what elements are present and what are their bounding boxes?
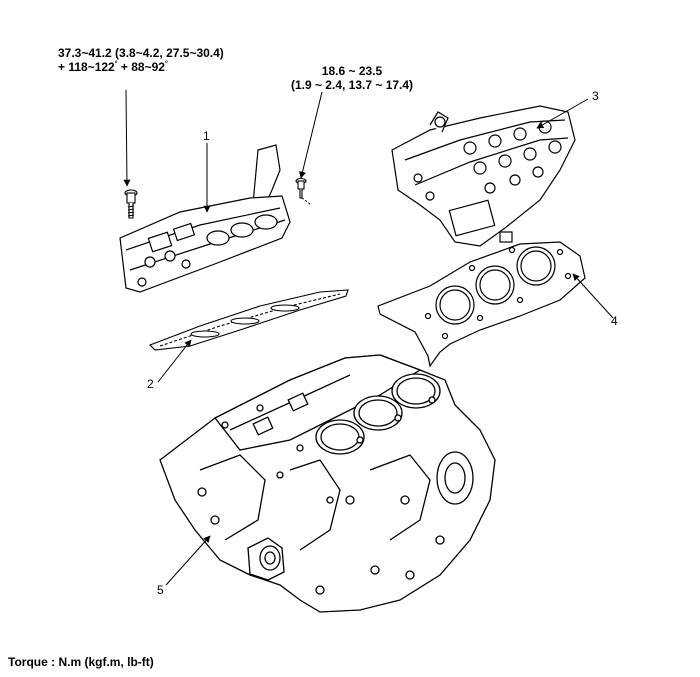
head-small-bolt bbox=[295, 177, 311, 205]
torque-unit-footer: Torque : N.m (kgf.m, lb-ft) bbox=[8, 655, 154, 669]
cylinder-block bbox=[159, 354, 496, 613]
callout-3: 3 bbox=[592, 89, 599, 103]
cylinder-head-lh bbox=[119, 144, 291, 293]
torque-spec-right-line1: 18.6 ~ 23.5 bbox=[321, 64, 383, 78]
callout-5: 5 bbox=[157, 583, 164, 597]
degree-symbol: ° bbox=[164, 61, 168, 68]
torque-spec-right: 18.6 ~ 23.5 (1.9 ~ 2.4, 13.7 ~ 17.4) bbox=[282, 64, 422, 92]
torque-spec-left-line2: + 118~122° + 88~92° bbox=[58, 60, 224, 74]
torque-spec-left: 37.3~41.2 (3.8~4.2, 27.5~30.4) + 118~122… bbox=[58, 46, 224, 74]
degree-symbol: ° bbox=[114, 61, 118, 68]
torque-spec-left-line1: 37.3~41.2 (3.8~4.2, 27.5~30.4) bbox=[58, 46, 224, 60]
callout-2: 2 bbox=[147, 377, 154, 391]
torque-left-angle1: + 118~122 bbox=[58, 60, 115, 74]
torque-spec-right-line2: (1.9 ~ 2.4, 13.7 ~ 17.4) bbox=[290, 78, 414, 92]
callout-4: 4 bbox=[611, 314, 618, 328]
cylinder-head-rh bbox=[391, 105, 576, 247]
callout-1: 1 bbox=[203, 129, 210, 143]
head-gasket-rh bbox=[377, 241, 586, 368]
torque-left-angle2: + 88~92 bbox=[117, 60, 165, 74]
head-bolt bbox=[124, 189, 138, 219]
leader-lines bbox=[123, 89, 614, 586]
head-gasket-lh bbox=[149, 289, 349, 351]
